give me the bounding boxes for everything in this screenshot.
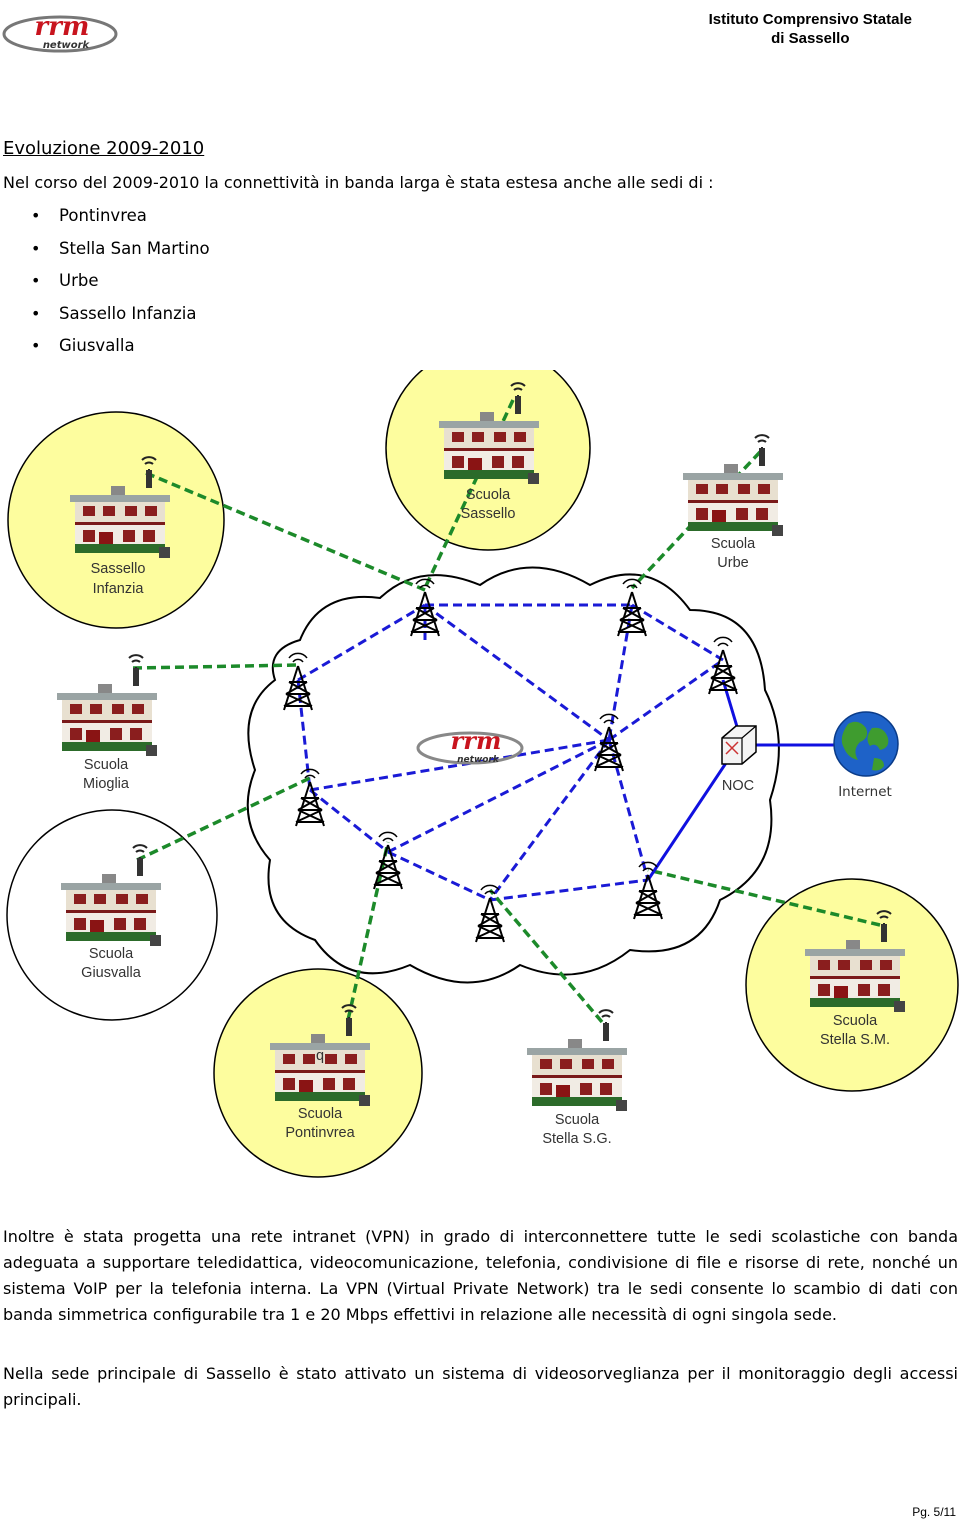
rrm-network-center-logo: rrm network: [416, 726, 524, 765]
label-urbe-1: Scuola: [711, 536, 756, 552]
list-item: •Pontinvrea: [31, 206, 147, 225]
noc-router-icon: [721, 725, 757, 765]
svg-text:network: network: [43, 40, 91, 51]
school-stellasg-icon: [526, 1009, 628, 1112]
list-item: •Giusvalla: [31, 336, 135, 355]
label-mioglia-2: Mioglia: [83, 776, 130, 792]
label-infanzia-1: Sassello: [91, 561, 146, 577]
globe-icon: [833, 711, 899, 777]
noc-links: [646, 679, 840, 881]
label-sassello-1: Scuola: [466, 487, 511, 503]
page-number: Pg. 5/11: [912, 1505, 956, 1519]
svg-text:network: network: [457, 755, 500, 765]
list-item-label: Urbe: [59, 271, 99, 290]
label-stellasm-1: Scuola: [833, 1013, 878, 1029]
label-stellasg-2: Stella S.G.: [542, 1131, 611, 1147]
section-title: Evoluzione 2009-2010: [3, 138, 205, 159]
svg-text:rrm: rrm: [35, 12, 90, 42]
label-internet: Internet: [838, 784, 892, 800]
label-stellasm-2: Stella S.M.: [820, 1032, 890, 1048]
backbone-links: [296, 603, 724, 902]
institute-line-2: di Sassello: [771, 30, 850, 47]
network-diagram: rrm network Sassello Infanzia Scuola Sas…: [6, 370, 959, 1178]
label-noc: NOC: [722, 778, 754, 794]
list-item-label: Stella San Martino: [59, 238, 210, 258]
label-stellasg-1: Scuola: [555, 1112, 600, 1128]
school-urbe-icon: [682, 434, 784, 537]
list-item: •Sassello Infanzia: [31, 303, 197, 323]
body-paragraph-1: Inoltre è stata progetta una rete intran…: [3, 1227, 958, 1324]
label-urbe-2: Urbe: [717, 555, 748, 571]
school-mioglia-icon: [56, 654, 158, 757]
rrm-network-logo: rrm network: [2, 12, 118, 53]
list-item-label: Pontinvrea: [59, 206, 147, 225]
list-item: •Stella San Martino: [31, 238, 210, 258]
institute-line-1: Istituto Comprensivo Statale: [708, 11, 912, 28]
list-item: •Urbe: [31, 271, 99, 290]
label-mioglia-1: Scuola: [84, 757, 129, 773]
label-pontinvrea-1: Scuola: [298, 1106, 343, 1122]
label-pontinvrea-2: Pontinvrea: [285, 1125, 355, 1141]
stray-mark: q: [316, 1048, 324, 1064]
section-intro: Nel corso del 2009-2010 la connettività …: [3, 173, 714, 192]
network-cloud: [246, 566, 780, 984]
site-list: •Pontinvrea •Stella San Martino •Urbe •S…: [3, 203, 210, 366]
label-infanzia-2: Infanzia: [93, 581, 145, 597]
list-item-label: Giusvalla: [59, 336, 135, 355]
svg-text:rrm: rrm: [451, 726, 502, 755]
label-sassello-2: Sassello: [461, 506, 516, 522]
label-giusvalla-1: Scuola: [89, 946, 134, 962]
body-paragraph-2: Nella sede principale di Sassello è stat…: [3, 1364, 958, 1409]
label-giusvalla-2: Giusvalla: [81, 965, 142, 981]
institute-name: Istituto Comprensivo Statale di Sassello: [709, 10, 912, 48]
list-item-label: Sassello Infanzia: [59, 303, 197, 323]
